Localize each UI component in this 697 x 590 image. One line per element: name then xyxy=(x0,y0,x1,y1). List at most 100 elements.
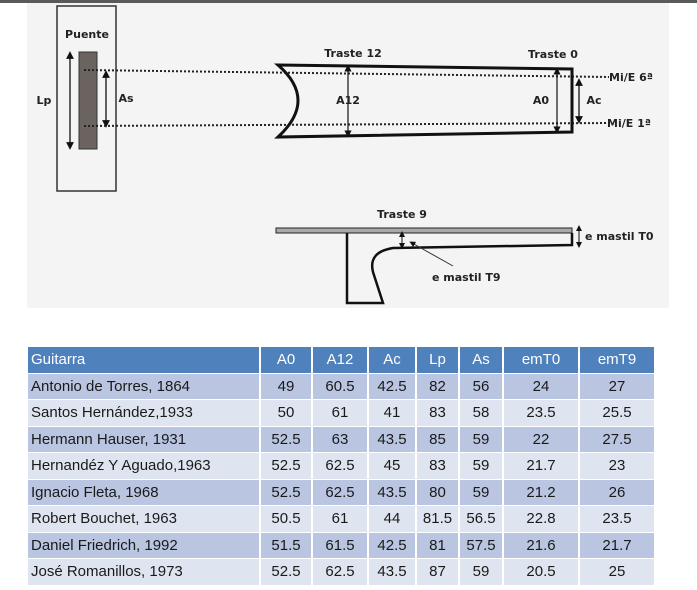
neck-top-view xyxy=(273,63,574,139)
label-string1: Mi/E 1ª xyxy=(607,117,651,130)
cell-a0: 49 xyxy=(260,373,313,400)
cell-lp: 80 xyxy=(416,479,460,506)
guitar-neck-diagram: Puente Lp As Traste 12 Traste 0 A12 A0 A… xyxy=(37,5,654,305)
label-emastil-t9: e mastil T9 xyxy=(432,271,501,284)
cell-emt9: 23.5 xyxy=(579,505,656,533)
cell-ac: 41 xyxy=(368,399,417,427)
cell-emt9: 27 xyxy=(579,373,656,400)
header-emt9: emT9 xyxy=(579,347,656,374)
cell-guitarra: Antonio de Torres, 1864 xyxy=(28,373,261,400)
fretboard xyxy=(275,227,573,234)
cell-lp: 82 xyxy=(416,373,460,400)
cell-emt0: 22.8 xyxy=(503,505,580,533)
top-bar xyxy=(0,0,697,3)
cell-ac: 43.5 xyxy=(368,558,417,586)
cell-a12: 63 xyxy=(312,426,369,453)
neck-side-view xyxy=(345,233,574,305)
label-a0: A0 xyxy=(533,94,550,107)
label-emastil-t0: e mastil T0 xyxy=(585,230,654,243)
cell-as: 59 xyxy=(459,479,504,506)
cell-emt9: 27.5 xyxy=(579,426,656,453)
cell-guitarra: Santos Hernández,1933 xyxy=(28,399,261,427)
label-as: As xyxy=(118,92,134,105)
label-traste9: Traste 9 xyxy=(377,208,427,221)
cell-emt0: 21.2 xyxy=(503,479,580,506)
cell-a12: 62.5 xyxy=(312,452,369,480)
cell-lp: 85 xyxy=(416,426,460,453)
cell-a0: 51.5 xyxy=(260,532,313,559)
cell-emt0: 21.6 xyxy=(503,532,580,559)
cell-as: 59 xyxy=(459,558,504,586)
cell-a0: 52.5 xyxy=(260,452,313,480)
emastil-t9-pointer xyxy=(409,241,454,267)
label-lp: Lp xyxy=(37,94,52,107)
cell-emt0: 24 xyxy=(503,373,580,400)
header-as: As xyxy=(459,347,504,374)
bridge-box xyxy=(56,5,117,192)
cell-a0: 52.5 xyxy=(260,558,313,586)
string-6-line xyxy=(83,69,610,78)
cell-guitarra: Robert Bouchet, 1963 xyxy=(28,505,261,533)
cell-as: 59 xyxy=(459,426,504,453)
cell-as: 56 xyxy=(459,373,504,400)
cell-a0: 52.5 xyxy=(260,426,313,453)
cell-lp: 83 xyxy=(416,452,460,480)
cell-a12: 62.5 xyxy=(312,479,369,506)
cell-a0: 50.5 xyxy=(260,505,313,533)
header-lp: Lp xyxy=(416,347,460,374)
label-string6: Mi/E 6ª xyxy=(609,71,653,84)
bridge-saddle xyxy=(78,51,98,150)
cell-guitarra: Ignacio Fleta, 1968 xyxy=(28,479,261,506)
header-emt0: emT0 xyxy=(503,347,580,374)
header-guitarra: Guitarra xyxy=(28,347,261,374)
header-a0: A0 xyxy=(260,347,313,374)
cell-emt0: 22 xyxy=(503,426,580,453)
string-1-line xyxy=(83,122,610,127)
cell-guitarra: Hernandéz Y Aguado,1963 xyxy=(28,452,261,480)
label-traste12: Traste 12 xyxy=(324,47,382,60)
cell-as: 59 xyxy=(459,452,504,480)
cell-a12: 61.5 xyxy=(312,532,369,559)
cell-ac: 45 xyxy=(368,452,417,480)
cell-ac: 43.5 xyxy=(368,479,417,506)
cell-lp: 87 xyxy=(416,558,460,586)
cell-ac: 44 xyxy=(368,505,417,533)
cell-lp: 83 xyxy=(416,399,460,427)
cell-emt0: 23.5 xyxy=(503,399,580,427)
cell-ac: 43.5 xyxy=(368,426,417,453)
label-puente: Puente xyxy=(65,28,109,41)
cell-as: 56.5 xyxy=(459,505,504,533)
cell-a12: 61 xyxy=(312,505,369,533)
cell-ac: 42.5 xyxy=(368,532,417,559)
label-traste0: Traste 0 xyxy=(528,48,578,61)
cell-emt9: 26 xyxy=(579,479,656,506)
cell-emt9: 21.7 xyxy=(579,532,656,559)
header-a12: A12 xyxy=(312,347,369,374)
cell-a0: 50 xyxy=(260,399,313,427)
cell-ac: 42.5 xyxy=(368,373,417,400)
label-ac: Ac xyxy=(586,94,601,107)
cell-guitarra: Daniel Friedrich, 1992 xyxy=(28,532,261,559)
cell-a12: 60.5 xyxy=(312,373,369,400)
cell-a12: 61 xyxy=(312,399,369,427)
cell-guitarra: José Romanillos, 1973 xyxy=(28,558,261,586)
cell-lp: 81 xyxy=(416,532,460,559)
header-ac: Ac xyxy=(368,347,417,374)
cell-lp: 81.5 xyxy=(416,505,460,533)
cell-emt0: 21.7 xyxy=(503,452,580,480)
label-a12: A12 xyxy=(336,94,360,107)
cell-as: 57.5 xyxy=(459,532,504,559)
cell-emt9: 25.5 xyxy=(579,399,656,427)
guitar-measurements-table: Guitarra A0 A12 Ac Lp As emT0 emT9 Anton… xyxy=(28,347,656,586)
cell-a12: 62.5 xyxy=(312,558,369,586)
cell-emt0: 20.5 xyxy=(503,558,580,586)
cell-guitarra: Hermann Hauser, 1931 xyxy=(28,426,261,453)
